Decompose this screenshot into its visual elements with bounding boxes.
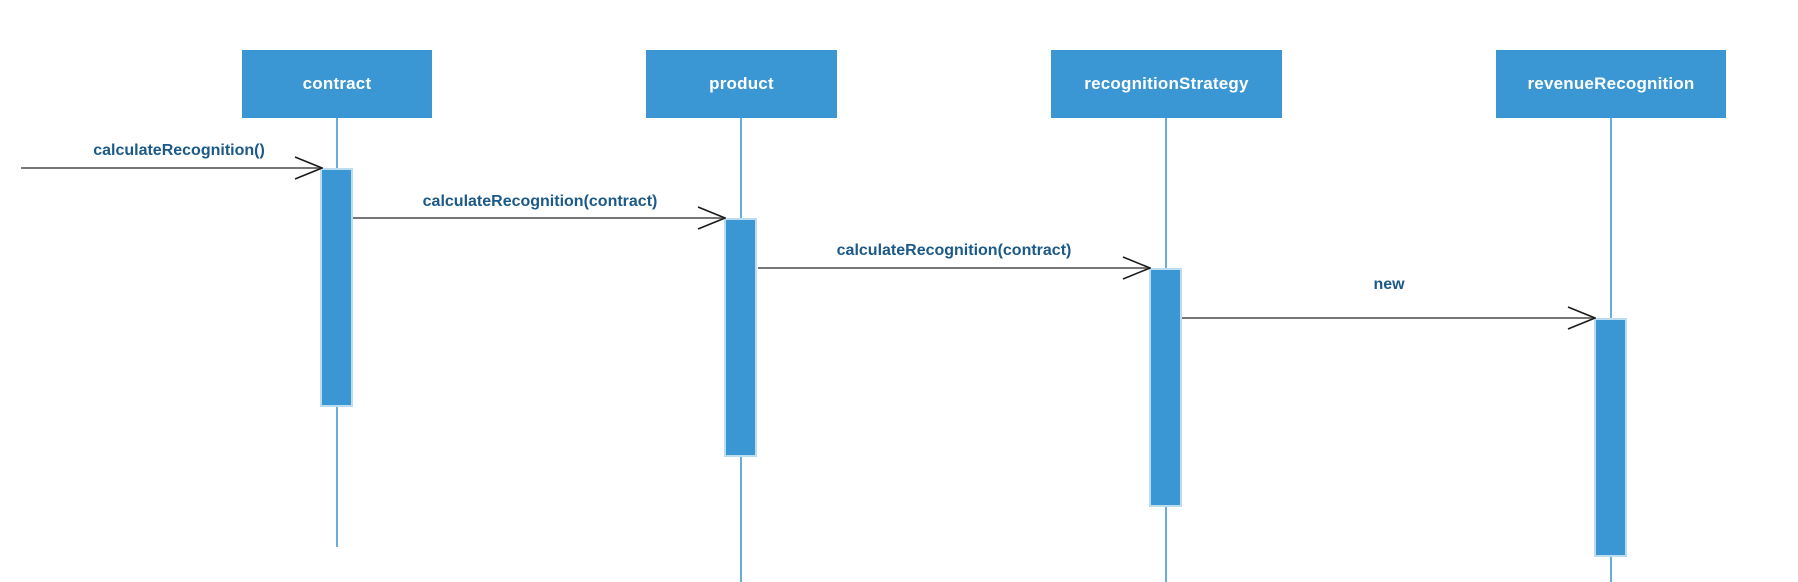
message-line-calculate-recognition: [21, 167, 321, 169]
message-label-calculate-recognition-contract: calculateRecognition(contract): [422, 193, 658, 210]
activation-bar-revenue-recognition: [1594, 318, 1627, 557]
message-line-calculate-recognition-contract-2: [758, 267, 1149, 269]
actor-box-recognition-strategy: recognitionStrategy: [1051, 50, 1282, 118]
actor-box-revenue-recognition: revenueRecognition: [1496, 50, 1726, 118]
activation-bar-product: [724, 218, 757, 457]
arrowhead-icon: [1121, 255, 1151, 281]
message-label-calculate-recognition-contract-2: calculateRecognition(contract): [836, 242, 1072, 259]
actor-label-contract: contract: [302, 74, 372, 93]
actor-label-revenue-recognition: revenueRecognition: [1527, 74, 1695, 93]
arrowhead-icon: [696, 205, 726, 231]
message-line-new: [1182, 317, 1594, 319]
activation-bar-recognition-strategy: [1149, 268, 1182, 507]
activation-bar-contract: [320, 168, 353, 407]
arrowhead-icon: [1566, 305, 1596, 331]
actor-label-recognition-strategy: recognitionStrategy: [1084, 74, 1249, 93]
message-label-new: new: [1373, 276, 1405, 293]
actor-box-product: product: [646, 50, 837, 118]
message-label-calculate-recognition: calculateRecognition(): [93, 142, 265, 159]
actor-box-contract: contract: [242, 50, 432, 118]
actor-label-product: product: [709, 74, 774, 93]
message-line-calculate-recognition-contract: [353, 217, 724, 219]
arrowhead-icon: [293, 155, 323, 181]
